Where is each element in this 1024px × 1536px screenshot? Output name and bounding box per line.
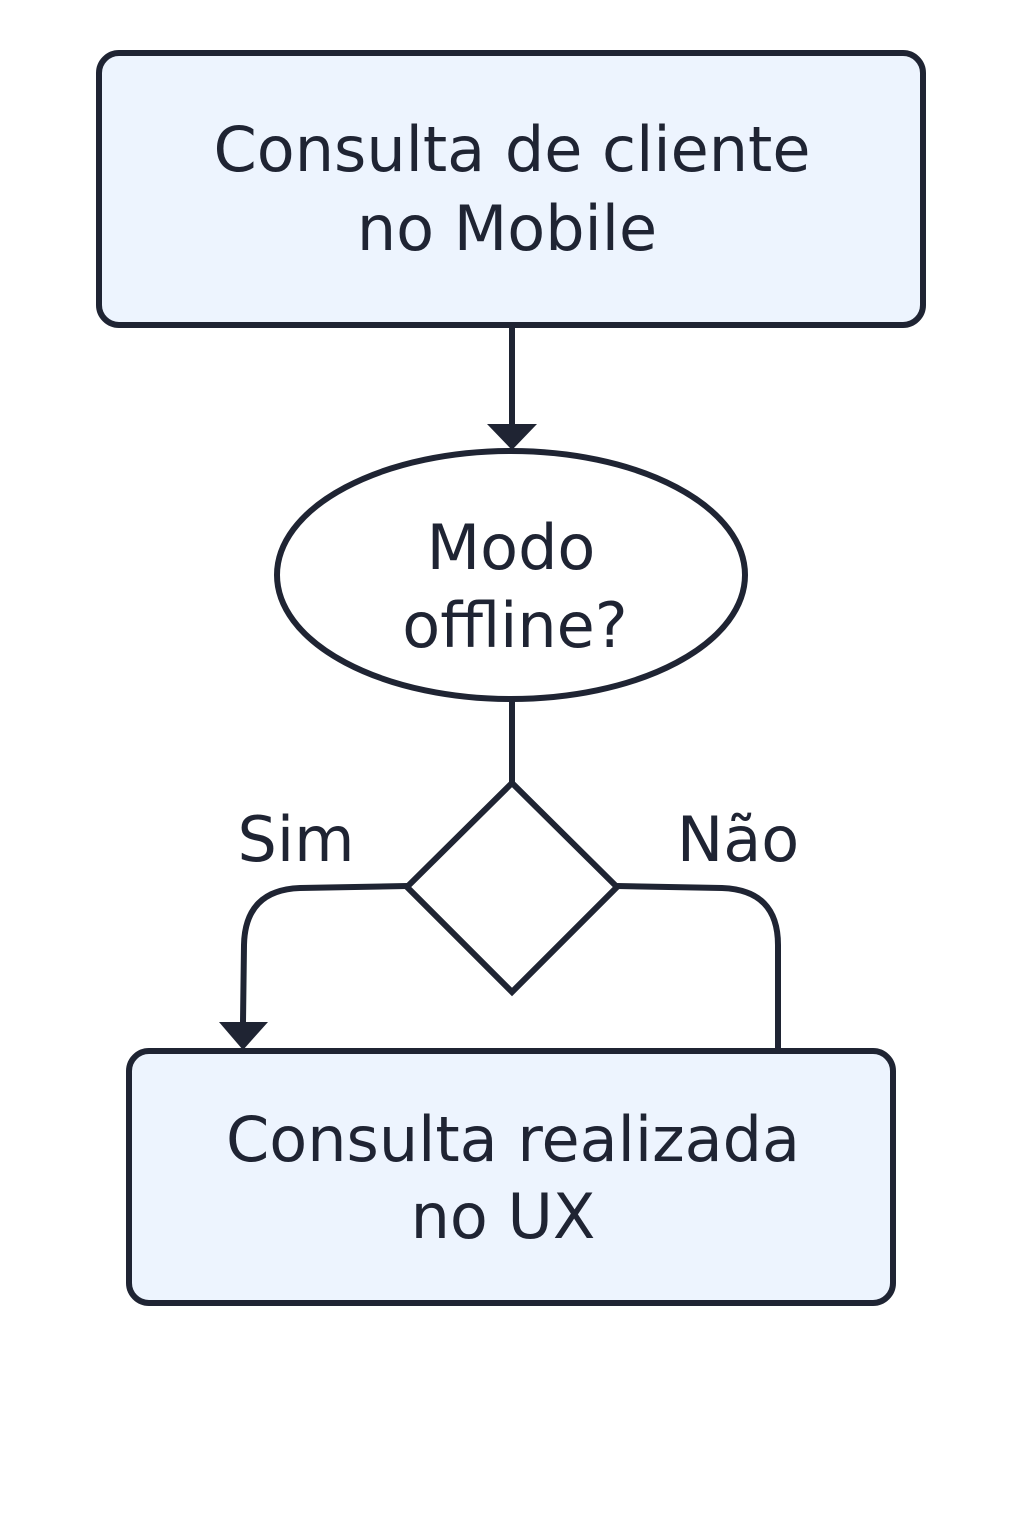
- start-box[interactable]: [96, 50, 926, 328]
- arrowhead-yes-branch: [219, 1022, 268, 1050]
- decision-diamond[interactable]: [402, 778, 622, 997]
- branch-label-yes: Sim: [238, 803, 355, 876]
- start-box-label-line1: Consulta de cliente: [214, 113, 811, 186]
- connector-no-branch: [616, 883, 781, 1050]
- end-box-label-line2: no UX: [411, 1180, 596, 1253]
- question-label-line2: offline?: [402, 589, 627, 662]
- end-box-label-line1: Consulta realizada: [226, 1103, 800, 1176]
- question-ellipse[interactable]: [274, 448, 748, 702]
- branch-label-no: Não: [677, 803, 799, 876]
- arrowhead-to-question: [487, 424, 537, 450]
- start-box-label-line2: no Mobile: [357, 192, 657, 265]
- question-label-line1: Modo: [427, 511, 596, 584]
- end-box[interactable]: [126, 1048, 896, 1306]
- connector-yes-branch: [240, 883, 408, 1023]
